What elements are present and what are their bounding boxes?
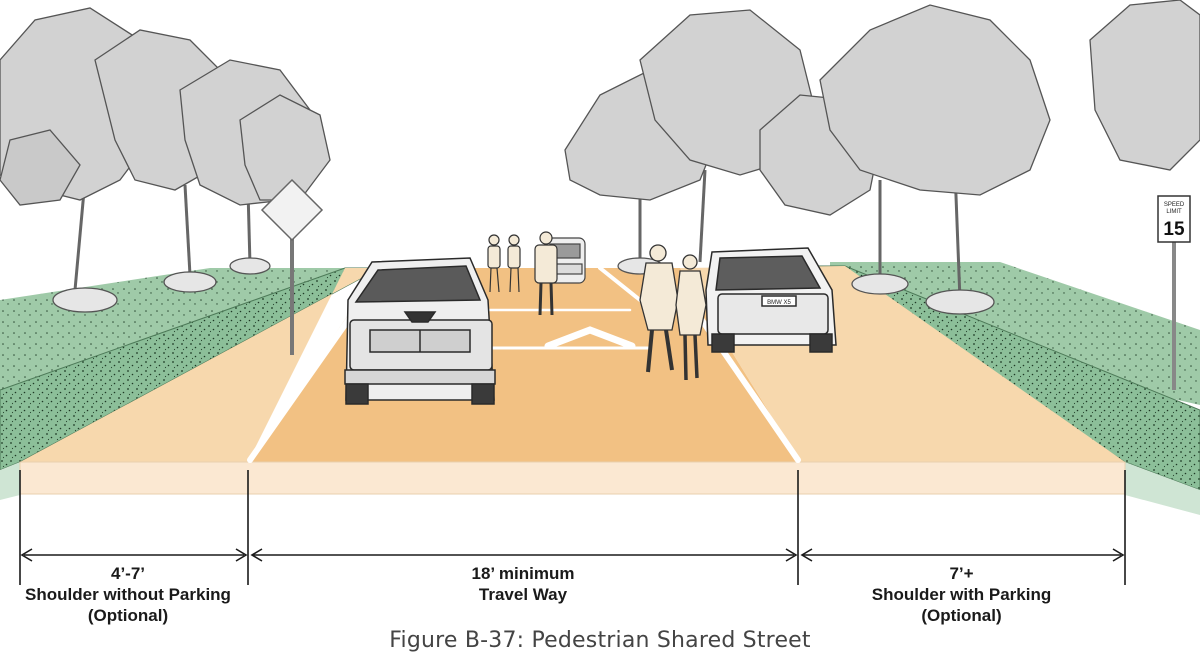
travel-way-measure: 18’ minimum [471, 564, 575, 583]
trees-left [0, 7, 331, 313]
suv-license-plate: BMW X5 [767, 300, 791, 306]
background-pedestrians [487, 231, 558, 316]
dimension-lines [19, 470, 1126, 585]
speed-sign-top-text: SPEED [1164, 202, 1185, 208]
pickup-truck [344, 257, 496, 405]
figure-caption: Figure B-37: Pedestrian Shared Street [389, 628, 811, 653]
dimension-label-left-shoulder: 4’-7’ Shoulder without Parking (Optional… [0, 563, 256, 626]
right-shoulder-note: (Optional) [921, 606, 1002, 625]
section-front-edge [19, 461, 1126, 495]
pedestrian-couple [639, 244, 707, 381]
warning-sign [260, 178, 324, 355]
left-shoulder-measure: 4’-7’ [110, 564, 146, 583]
trees-right [564, 0, 1200, 315]
speed-sign-value: 15 [1163, 219, 1185, 240]
left-shoulder-note: (Optional) [87, 606, 169, 625]
ground [0, 262, 1200, 515]
right-shoulder-label: Shoulder with Parking [871, 585, 1052, 604]
dimension-label-travel-way: 18’ minimum Travel Way [248, 563, 798, 605]
speed-sign-mid-text: LIMIT [1166, 209, 1182, 215]
travel-way-label: Travel Way [478, 585, 568, 604]
left-shoulder-label: Shoulder without Parking [25, 585, 231, 604]
right-shoulder-measure: 7’+ [949, 564, 974, 583]
speed-limit-sign: SPEED LIMIT 15 [1157, 195, 1191, 390]
dimension-label-right-shoulder: 7’+ Shoulder with Parking (Optional) [798, 563, 1125, 626]
suv: BMW X5 [705, 247, 837, 353]
